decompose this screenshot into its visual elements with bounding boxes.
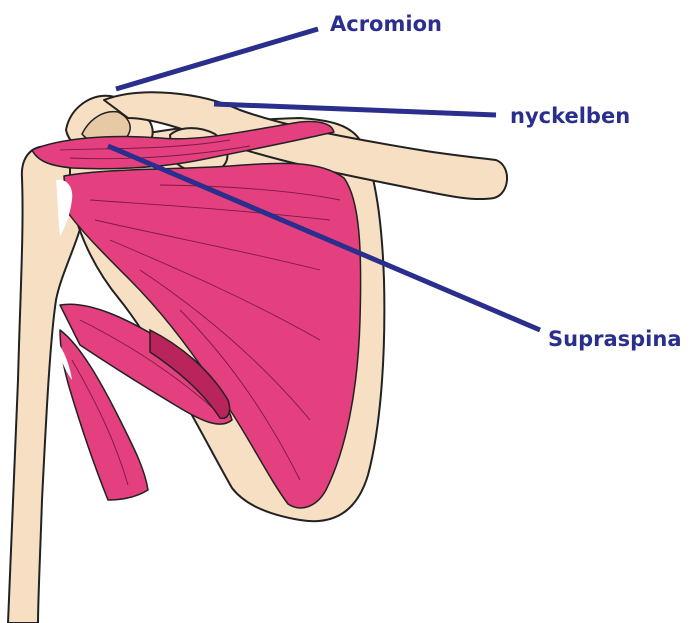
supraspinatus-label: Supraspina xyxy=(548,327,682,351)
clavicle-label: nyckelben xyxy=(510,104,630,128)
acromion-leader xyxy=(116,29,318,89)
acromion-label: Acromion xyxy=(330,12,442,36)
clavicle-leader xyxy=(214,104,496,115)
